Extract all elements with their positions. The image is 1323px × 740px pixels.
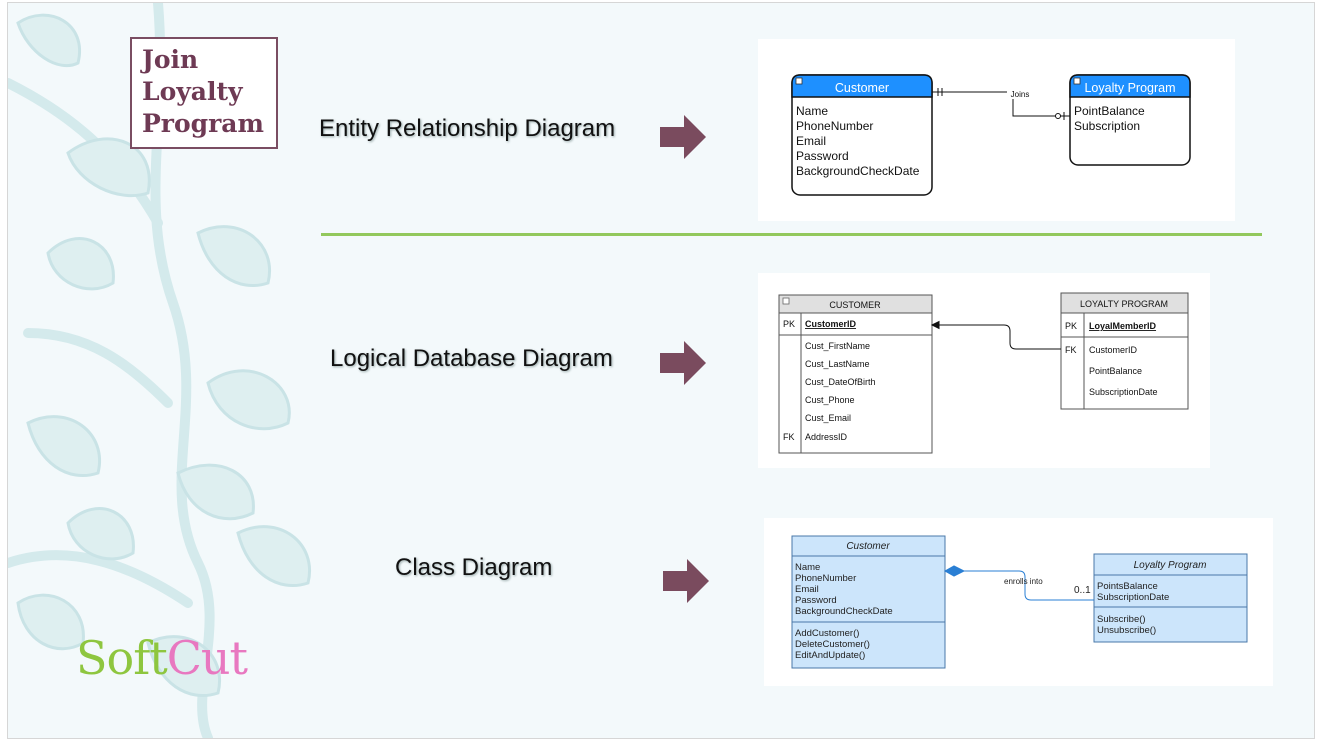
er-relationship-line — [932, 88, 1070, 120]
logical-customer-title: CUSTOMER — [829, 300, 881, 310]
svg-text:PK: PK — [1065, 321, 1077, 331]
label-er-diagram: Entity Relationship Diagram — [319, 115, 616, 142]
er-customer-attr: PhoneNumber — [796, 119, 873, 133]
separator-line — [321, 233, 1262, 236]
logical-fk-connector — [930, 320, 1061, 350]
svg-text:Cust_LastName: Cust_LastName — [805, 359, 870, 369]
class-association-line — [943, 565, 1094, 601]
er-diagram-panel: Customer Name PhoneNumber Email Password… — [758, 39, 1235, 221]
svg-text:PointBalance: PointBalance — [1089, 366, 1142, 376]
logical-diagram-panel: CUSTOMER PK CustomerID Cust_FirstName Cu… — [758, 273, 1210, 468]
svg-text:FK: FK — [783, 432, 795, 442]
logical-loyalty-pk: LoyalMemberID — [1089, 321, 1157, 331]
class-diagram: Customer Name PhoneNumber Email Password… — [791, 535, 1248, 669]
title-box: Join Loyalty Program — [130, 37, 278, 149]
er-loyalty-attr: PointBalance — [1074, 104, 1145, 118]
svg-text:CustomerID: CustomerID — [1089, 345, 1138, 355]
class-customer-title: Customer — [846, 541, 890, 552]
svg-text:EditAndUpdate(): EditAndUpdate() — [795, 650, 865, 661]
class-association-label: enrolls into — [1004, 577, 1043, 586]
label-class-diagram: Class Diagram — [395, 554, 553, 581]
title-line-1: Join — [142, 45, 199, 74]
svg-text:PhoneNumber: PhoneNumber — [795, 573, 856, 584]
svg-text:BackgroundCheckDate: BackgroundCheckDate — [795, 606, 893, 617]
er-diagram: Customer Name PhoneNumber Email Password… — [791, 74, 1191, 196]
er-loyalty-attr: Subscription — [1074, 119, 1140, 133]
svg-text:DeleteCustomer(): DeleteCustomer() — [795, 639, 870, 650]
svg-text:Cust_Email: Cust_Email — [805, 413, 851, 423]
logical-customer-table: CUSTOMER PK CustomerID Cust_FirstName Cu… — [778, 294, 933, 454]
logical-customer-pk: CustomerID — [805, 319, 857, 329]
svg-text:Unsubscribe(): Unsubscribe() — [1097, 625, 1156, 636]
svg-text:SubscriptionDate: SubscriptionDate — [1097, 592, 1169, 603]
logical-loyalty-title: LOYALTY PROGRAM — [1080, 299, 1168, 309]
svg-text:FK: FK — [1065, 345, 1077, 355]
svg-text:PointsBalance: PointsBalance — [1097, 581, 1158, 592]
class-diagram-panel: Customer Name PhoneNumber Email Password… — [764, 518, 1273, 686]
svg-text:Cust_FirstName: Cust_FirstName — [805, 341, 870, 351]
right-arrow-icon — [663, 559, 709, 603]
er-loyalty-entity: Loyalty Program PointBalance Subscriptio… — [1069, 74, 1191, 166]
er-customer-entity: Customer Name PhoneNumber Email Password… — [791, 74, 933, 196]
logical-loyalty-table: LOYALTY PROGRAM PK LoyalMemberID FK Cust… — [1060, 292, 1189, 410]
svg-text:Name: Name — [795, 562, 820, 573]
svg-text:Email: Email — [795, 584, 819, 595]
slide: Join Loyalty Program Entity Relationship… — [7, 2, 1315, 739]
svg-text:Cust_DateOfBirth: Cust_DateOfBirth — [805, 377, 876, 387]
svg-text:Password: Password — [795, 595, 837, 606]
er-customer-title: Customer — [835, 81, 889, 95]
class-loyalty: Loyalty Program PointsBalance Subscripti… — [1093, 553, 1248, 643]
label-logical-diagram: Logical Database Diagram — [330, 345, 613, 372]
class-multiplicity: 0..1 — [1074, 585, 1091, 596]
er-customer-attr: BackgroundCheckDate — [796, 164, 920, 178]
right-arrow-icon — [660, 115, 706, 159]
title-line-2: Loyalty — [142, 77, 243, 106]
er-customer-attr: Email — [796, 134, 826, 148]
vine-decoration — [8, 3, 311, 738]
svg-text:SubscriptionDate: SubscriptionDate — [1089, 387, 1158, 397]
class-loyalty-title: Loyalty Program — [1134, 560, 1207, 571]
softcut-logo: SoftCut — [76, 631, 248, 685]
svg-text:AddCustomer(): AddCustomer() — [795, 628, 859, 639]
svg-text:Cust_Phone: Cust_Phone — [805, 395, 855, 405]
er-customer-attr: Name — [796, 104, 828, 118]
logical-customer-fk: AddressID — [805, 432, 848, 442]
logical-diagram: CUSTOMER PK CustomerID Cust_FirstName Cu… — [778, 292, 1189, 454]
er-relationship-label: Joins — [1011, 90, 1030, 99]
er-customer-attr: Password — [796, 149, 849, 163]
class-customer: Customer Name PhoneNumber Email Password… — [791, 535, 946, 669]
title-line-3: Program — [142, 109, 264, 138]
er-loyalty-title: Loyalty Program — [1084, 81, 1175, 95]
svg-text:PK: PK — [783, 319, 795, 329]
right-arrow-icon — [660, 341, 706, 385]
svg-text:Subscribe(): Subscribe() — [1097, 614, 1146, 625]
